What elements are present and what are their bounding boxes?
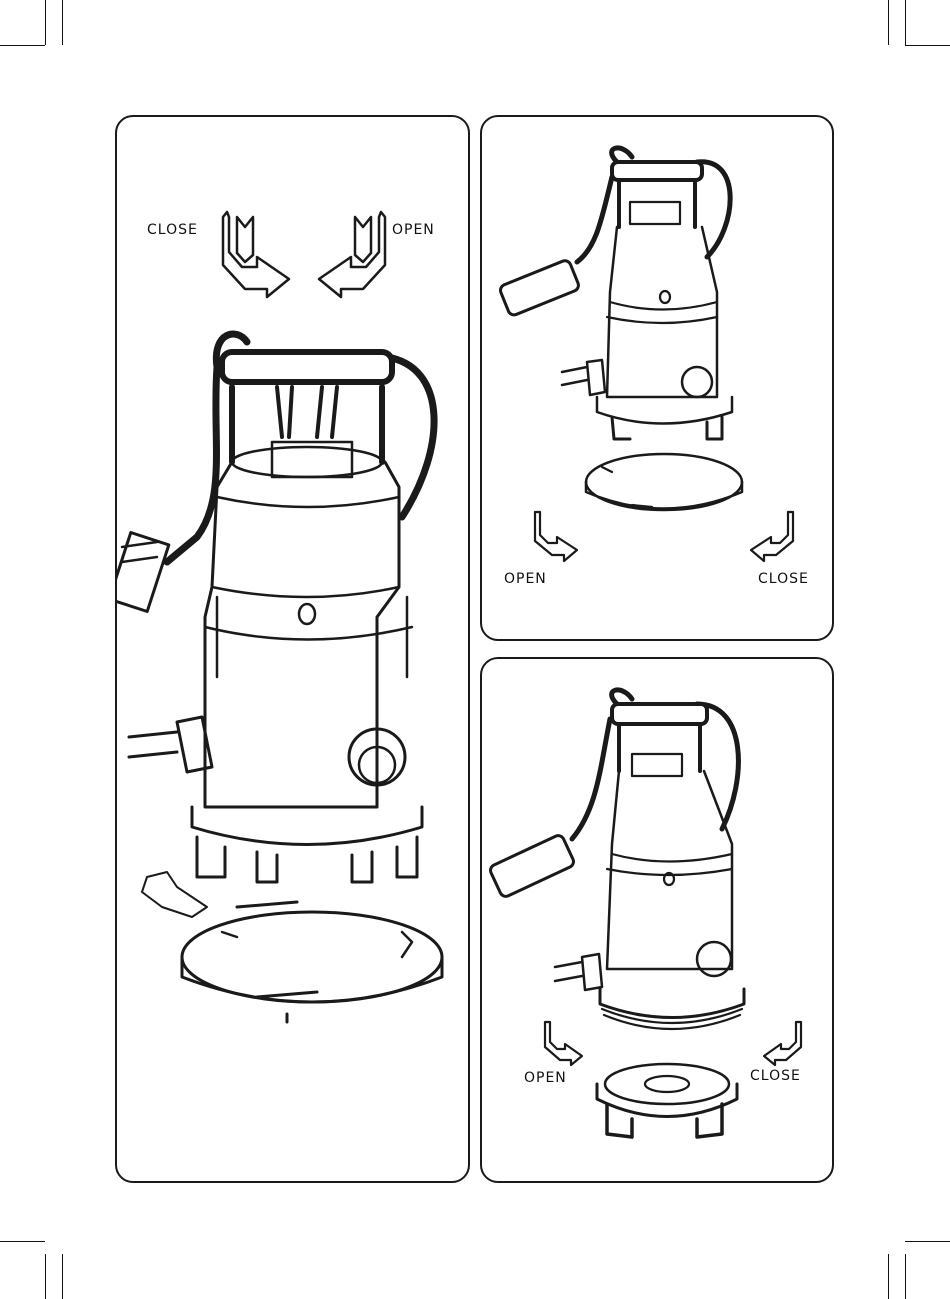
power-cable [572,719,610,839]
plug-icon [129,717,212,772]
outlet-port [682,367,712,397]
close-label: CLOSE [147,223,198,237]
plug-icon [555,954,602,990]
pump-base [192,807,422,845]
close-arrow-icon [751,512,793,561]
crop-mark [0,1241,45,1242]
close-label: CLOSE [750,1069,801,1083]
indicator-icon [660,291,670,303]
pump-foot-illustration [482,659,832,1181]
close-label: CLOSE [758,572,809,586]
pump-disassembly-illustration [117,117,468,1181]
crop-mark [888,1254,889,1299]
pump-foot [605,1064,729,1104]
pump-body [607,771,732,969]
open-label: OPEN [524,1071,567,1085]
crop-mark [45,1254,46,1299]
bottom-right-panel: OPEN CLOSE [480,657,834,1183]
open-label: OPEN [392,223,435,237]
left-panel: CLOSE OPEN [115,115,470,1183]
pump-handle [222,352,392,382]
float-switch-icon [499,259,581,317]
crop-mark [905,0,906,45]
hand-pointer-icon [142,872,207,917]
crop-mark [905,1241,950,1242]
power-cable [577,177,612,262]
plug-icon [562,360,605,395]
pump-handle [612,162,702,180]
close-arrow-icon [764,1022,801,1065]
open-arrow-icon [535,512,577,561]
pump-handle [612,704,707,724]
crop-mark [62,1254,63,1299]
float-switch-icon [489,834,576,899]
crop-mark [905,45,950,46]
indicator-icon [299,604,315,624]
pump-body [607,227,717,397]
power-cable [387,357,434,517]
crop-mark [62,0,63,45]
open-label: OPEN [504,572,547,586]
crop-mark [45,0,46,45]
open-arrow-icon [319,212,385,297]
outlet-port [697,942,731,976]
top-right-panel: OPEN CLOSE [480,115,834,641]
open-arrow-icon [545,1022,582,1065]
crop-mark [0,45,45,46]
close-arrow-icon [223,212,289,297]
crop-mark [888,0,889,45]
pump-base [597,397,732,424]
pump-base-plate-illustration [482,117,832,639]
crop-mark [905,1254,906,1299]
